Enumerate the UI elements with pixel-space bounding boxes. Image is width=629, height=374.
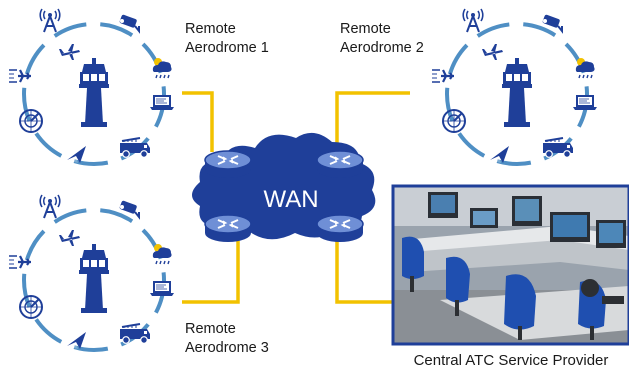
aerodrome-1-line1: Remote bbox=[185, 21, 236, 37]
link-aerodrome-3 bbox=[182, 240, 240, 304]
laptop-icon bbox=[149, 280, 175, 297]
aerodrome-cluster-1 bbox=[7, 8, 175, 166]
link-aerodrome-2 bbox=[335, 91, 410, 152]
aerodrome-1-label: Remote Aerodrome 1 bbox=[185, 20, 269, 58]
radar-icon bbox=[19, 295, 43, 319]
aerodrome-2-line1: Remote bbox=[340, 21, 391, 37]
paper-plane-icon bbox=[490, 146, 509, 163]
radar-icon bbox=[19, 109, 43, 133]
radar-icon bbox=[442, 109, 466, 133]
router-icon bbox=[204, 150, 252, 179]
paper-plane-icon bbox=[67, 146, 86, 163]
aerodrome-3-label: Remote Aerodrome 3 bbox=[185, 320, 269, 358]
aerodrome-3-line2: Aerodrome 3 bbox=[185, 340, 269, 356]
aerodrome-cluster-2 bbox=[430, 8, 598, 166]
airplane-icon bbox=[482, 44, 503, 60]
antenna-tower-icon bbox=[39, 8, 61, 33]
control-tower-icon bbox=[502, 58, 532, 127]
aerodrome-cluster-3 bbox=[7, 194, 175, 352]
laptop-icon bbox=[149, 94, 175, 111]
wan-label: WAN bbox=[263, 186, 318, 213]
router-icon bbox=[316, 214, 364, 243]
link-aerodrome-1 bbox=[182, 91, 214, 152]
laptop-icon bbox=[572, 94, 598, 111]
airplane-icon bbox=[59, 44, 80, 60]
weather-icon bbox=[152, 243, 173, 265]
aerodrome-2-label: Remote Aerodrome 2 bbox=[340, 20, 424, 58]
router-icon bbox=[316, 150, 364, 179]
paper-plane-icon bbox=[67, 332, 86, 349]
antenna-tower-icon bbox=[39, 194, 61, 219]
aerodrome-2-line2: Aerodrome 2 bbox=[340, 40, 424, 56]
weather-icon bbox=[152, 57, 173, 79]
weather-icon bbox=[575, 57, 596, 79]
aerodrome-3-line1: Remote bbox=[185, 321, 236, 337]
airplane-icon bbox=[59, 230, 80, 246]
aerodrome-1-line2: Aerodrome 1 bbox=[185, 40, 269, 56]
router-icon bbox=[204, 214, 252, 243]
antenna-tower-icon bbox=[462, 8, 484, 33]
control-tower-icon bbox=[79, 58, 109, 127]
control-tower-icon bbox=[79, 244, 109, 313]
link-central-provider bbox=[335, 240, 393, 304]
central-provider-caption: Central ATC Service Provider bbox=[413, 352, 609, 369]
wan-links bbox=[182, 91, 410, 304]
control-room-photo bbox=[391, 184, 629, 346]
